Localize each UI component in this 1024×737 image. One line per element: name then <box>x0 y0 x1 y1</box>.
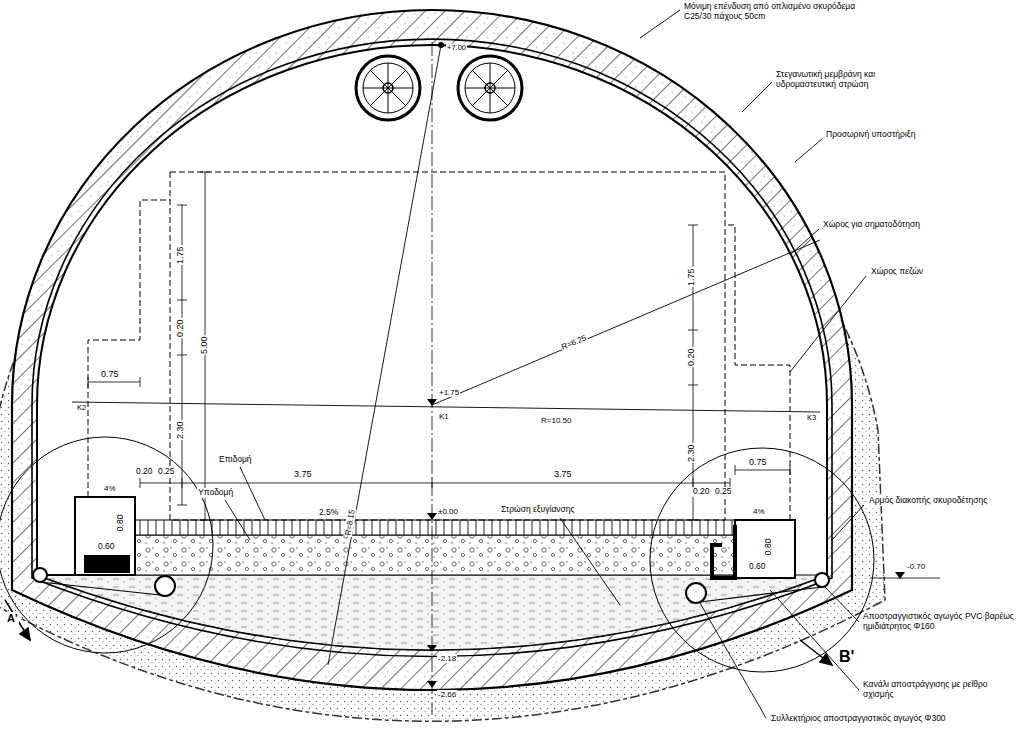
dimension-label: 0.75 <box>100 369 120 379</box>
radius-label: R=6.25 <box>559 333 588 352</box>
dimension-label: 3.75 <box>293 469 313 479</box>
callout-label: Προσωρινή υποστήριξη <box>825 130 916 140</box>
dimension-label: 0.75 <box>748 457 768 467</box>
level-label: -2.66 <box>437 690 457 699</box>
point-label: K2 <box>76 404 87 413</box>
layer-label: Επιδομή <box>218 455 253 465</box>
radius-label: R=8.15 <box>343 508 357 537</box>
slope-label: 2.5% <box>318 508 339 518</box>
dimension-label: 3.75 <box>553 469 573 479</box>
dimension-label: 0.20 <box>692 487 711 497</box>
point-label: K1 <box>438 412 450 421</box>
dimension-label: 0.60 <box>97 542 116 552</box>
dimension-label: 5.00 <box>199 335 209 355</box>
callout-label: Στεγανωτική μεμβράνη και υδρομαστευτική … <box>775 70 917 90</box>
callout-label: Αποστραγγιστικός αγωγός PVC βαρέως ημιδι… <box>862 612 1019 632</box>
layer-label: Υποδομή <box>197 488 234 498</box>
dimension-label: 0.20 <box>175 318 185 338</box>
dimension-label: 2.30 <box>175 420 185 440</box>
dimension-label: 0.25 <box>157 467 176 477</box>
dimension-label: 0.80 <box>116 514 126 533</box>
slope-label: 4% <box>103 484 117 493</box>
level-label: +1.75 <box>438 388 460 397</box>
dimension-label: 0.20 <box>135 467 154 477</box>
dimension-label: 2.30 <box>686 443 696 463</box>
section-mark: B' <box>838 648 855 666</box>
level-label: +7.00 <box>446 44 467 53</box>
level-label: ±0.00 <box>437 507 459 516</box>
callout-label: Αρμός διακοπής σκυροδέτησης <box>868 496 1020 506</box>
level-label: -2.18 <box>437 654 457 663</box>
dimension-label: 0.20 <box>686 347 696 367</box>
callout-label: Κανάλι αποστράγγισης με ρείθρο σχισμής <box>862 680 1019 700</box>
dimension-label: 0.25 <box>714 487 733 497</box>
callout-label: Χώρος για σηματοδότηση <box>822 220 921 230</box>
dimension-label: 0.60 <box>748 562 767 572</box>
dimension-label: 1.75 <box>686 267 696 287</box>
callout-label: Συλλεκτήριος αποστραγγιστικός αγωγός Φ30… <box>770 714 947 724</box>
dimension-label: 0.80 <box>764 538 774 557</box>
point-label: K3 <box>806 414 817 423</box>
dimension-label: 1.75 <box>175 245 185 265</box>
layer-label: Στρώση εξυγίανσης <box>500 505 576 515</box>
section-mark: A' <box>6 612 19 625</box>
callout-label: Χώρος πεζών <box>870 267 924 277</box>
callout-label: Μόνιμη επένδυση από οπλισμένο σκυρόδεμα … <box>683 2 875 22</box>
slope-label: 4% <box>752 507 766 516</box>
radius-label: R=10.50 <box>540 416 572 425</box>
level-label: -0.70 <box>906 562 926 571</box>
